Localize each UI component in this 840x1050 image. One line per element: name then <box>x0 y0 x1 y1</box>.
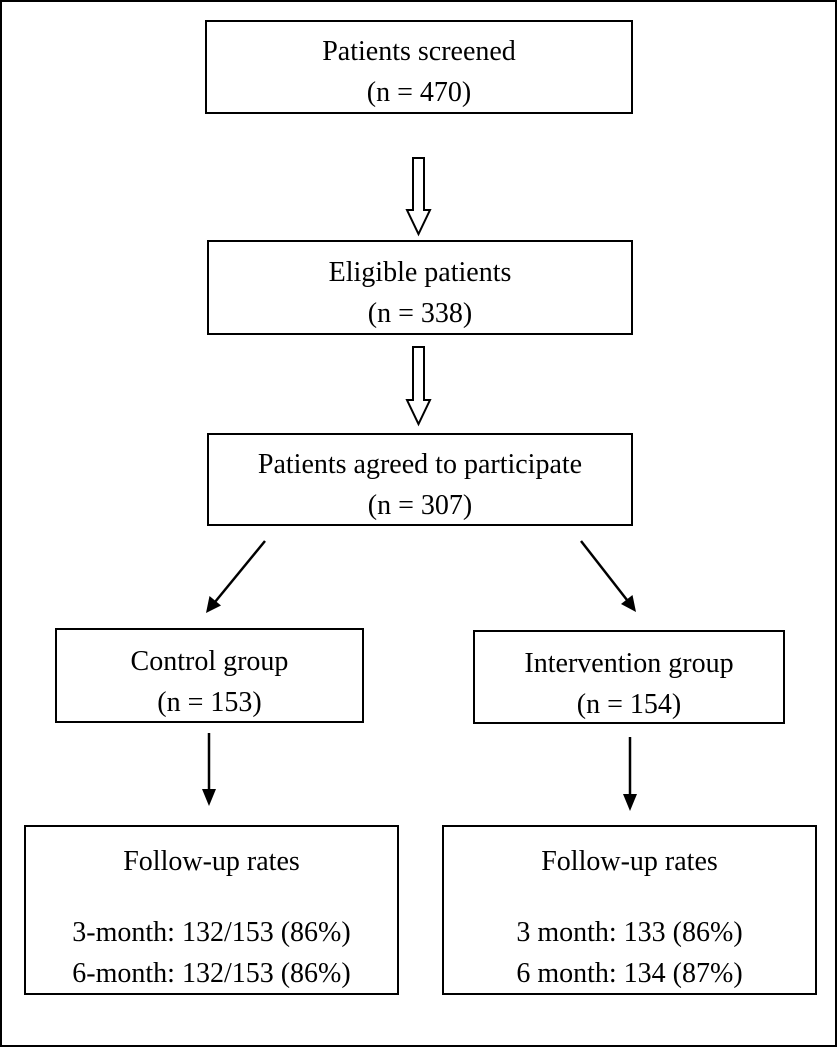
node-count: (n = 470) <box>366 77 472 108</box>
node-title: Eligible patients <box>328 257 512 288</box>
node-eligible-patients: Eligible patients (n = 338) <box>207 240 633 335</box>
followup-6-month: 6 month: 134 (87%) <box>516 958 743 989</box>
node-intervention-group: Intervention group (n = 154) <box>473 630 785 724</box>
node-count: (n = 338) <box>367 298 473 329</box>
followup-3-month: 3 month: 133 (86%) <box>516 917 743 948</box>
node-count: (n = 154) <box>576 689 682 720</box>
node-title: Follow-up rates <box>123 846 300 877</box>
node-title: Patients agreed to participate <box>257 449 583 480</box>
node-title: Follow-up rates <box>541 846 718 877</box>
node-control-followup: Follow-up rates 3-month: 132/153 (86%) 6… <box>24 825 399 995</box>
followup-6-month: 6-month: 132/153 (86%) <box>72 958 351 989</box>
followup-3-month: 3-month: 132/153 (86%) <box>72 917 351 948</box>
node-patients-agreed: Patients agreed to participate (n = 307) <box>207 433 633 526</box>
node-title: Intervention group <box>524 648 734 679</box>
node-intervention-followup: Follow-up rates 3 month: 133 (86%) 6 mon… <box>442 825 817 995</box>
node-patients-screened: Patients screened (n = 470) <box>205 20 633 114</box>
node-control-group: Control group (n = 153) <box>55 628 364 723</box>
node-count: (n = 307) <box>367 490 473 521</box>
node-title: Control group <box>130 646 289 677</box>
node-count: (n = 153) <box>157 687 262 718</box>
node-title: Patients screened <box>322 36 516 67</box>
